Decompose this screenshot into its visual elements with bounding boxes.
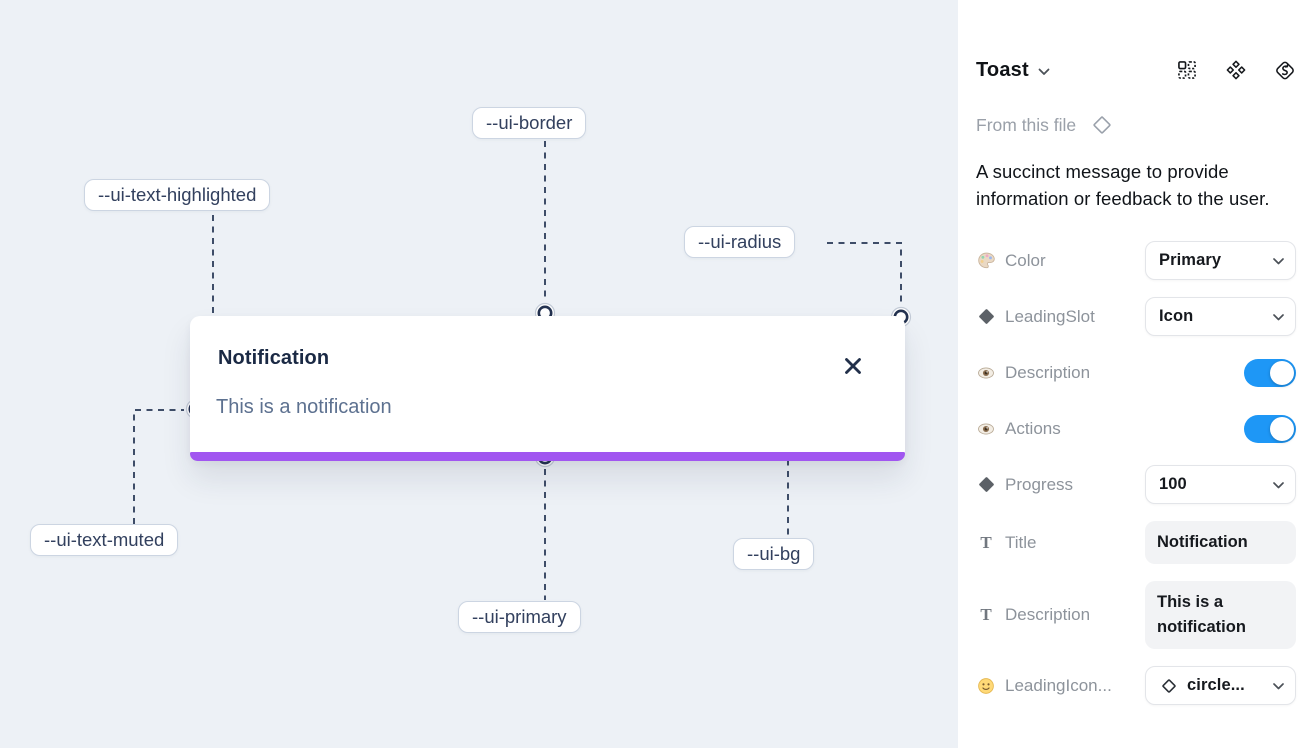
prop-row-progress: Progress 100 (976, 465, 1296, 504)
component-name[interactable]: Toast (976, 58, 1029, 81)
chevron-down-icon (1273, 683, 1284, 690)
prop-name: Title (1005, 532, 1037, 552)
description-field[interactable]: This is a notification (1145, 581, 1296, 649)
prop-name: LeadingIcon... (1005, 675, 1112, 695)
chevron-down-icon (1273, 314, 1284, 321)
toast-preview: Notification This is a notification (190, 316, 905, 461)
annotation-ui-border: --ui-border (472, 107, 587, 139)
close-icon[interactable] (842, 355, 864, 377)
toast-progress-bar (190, 452, 905, 461)
prop-row-actions-toggle: Actions (976, 409, 1296, 448)
text-icon: T (980, 532, 992, 552)
progress-select[interactable]: 100 (1145, 465, 1296, 504)
description-toggle[interactable] (1244, 358, 1296, 387)
prop-row-color: Color Primary (976, 241, 1296, 280)
title-field[interactable]: Notification (1145, 521, 1296, 564)
prop-name: Color (1005, 250, 1046, 270)
prop-row-description-toggle: Description (976, 353, 1296, 392)
property-list: Color Primary LeadingSlot Icon (976, 241, 1296, 705)
leadingicon-select-value: circle... (1187, 676, 1245, 694)
color-select[interactable]: Primary (1145, 241, 1296, 280)
diamond-icon (976, 476, 996, 493)
insert-grid-icon[interactable] (1176, 59, 1198, 81)
diamond-icon (976, 308, 996, 325)
palette-icon (976, 251, 996, 270)
prop-name: Actions (1005, 418, 1061, 438)
eye-icon (976, 364, 996, 382)
smiley-icon (976, 677, 996, 695)
prop-row-description-text: T Description This is a notification (976, 581, 1296, 649)
annotation-ui-bg: --ui-bg (733, 538, 815, 570)
diamond-outline-icon (1159, 676, 1179, 696)
toast-title: Notification (218, 347, 330, 369)
chevron-down-icon[interactable] (1038, 68, 1050, 76)
actions-toggle[interactable] (1244, 414, 1296, 443)
color-select-value: Primary (1159, 251, 1222, 269)
chevron-down-icon (1273, 482, 1284, 489)
annotation-ui-radius: --ui-radius (684, 226, 796, 258)
source-row: From this file (976, 111, 1296, 139)
prop-name: Description (1005, 362, 1091, 382)
prop-name: Description (1005, 605, 1091, 624)
prop-row-title: T Title Notification (976, 521, 1296, 564)
prop-name: Progress (1005, 474, 1074, 494)
eye-icon (976, 420, 996, 438)
chevron-down-icon (1273, 258, 1284, 265)
leadingicon-select[interactable]: circle... (1145, 666, 1296, 705)
component-icon[interactable] (1225, 59, 1247, 81)
annotation-ui-text-highlighted: --ui-text-highlighted (84, 179, 271, 211)
panel-header: Toast (976, 55, 1296, 85)
design-canvas[interactable]: Notification This is a notification --ui… (0, 0, 958, 748)
leadingslot-select-value: Icon (1159, 307, 1194, 325)
prop-name: LeadingSlot (1005, 306, 1095, 326)
swap-shape-icon[interactable] (1274, 59, 1296, 81)
annotation-ui-primary: --ui-primary (458, 601, 581, 633)
component-description: A succinct message to provide informatio… (976, 161, 1270, 209)
prop-row-leadingslot: LeadingSlot Icon (976, 297, 1296, 336)
leadingslot-select[interactable]: Icon (1145, 297, 1296, 336)
source-label: From this file (976, 114, 1077, 135)
text-icon: T (980, 605, 992, 624)
toast-description: This is a notification (216, 396, 392, 418)
prop-row-leadingicon: LeadingIcon... circle... (976, 666, 1296, 705)
progress-select-value: 100 (1159, 475, 1187, 493)
diamond-outline-icon (1093, 116, 1111, 134)
annotation-ui-text-muted: --ui-text-muted (30, 524, 179, 556)
properties-panel: Toast (958, 0, 1312, 748)
